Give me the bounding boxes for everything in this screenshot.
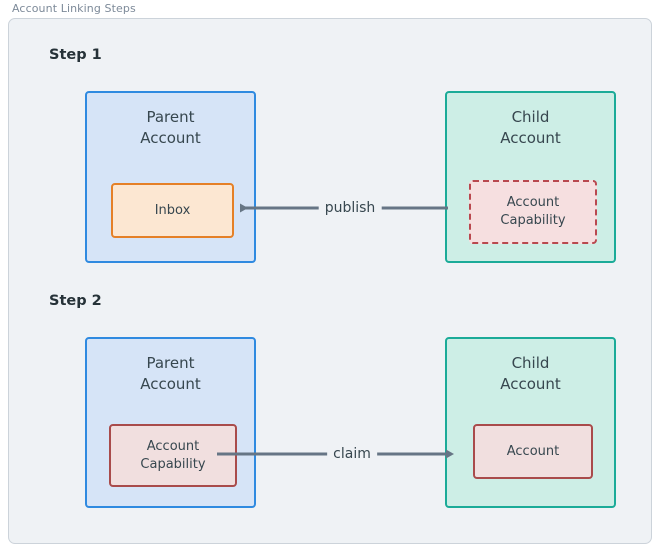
panel-title: Account Linking Steps xyxy=(12,2,136,15)
step-2-child-account[interactable]: Child Account Account xyxy=(445,337,616,508)
step-2-parent-account-title: Parent Account xyxy=(140,354,201,393)
step-1-child-account-capability[interactable]: Account Capability xyxy=(469,180,597,244)
step-1-publish-label: publish xyxy=(318,200,382,216)
step-2-child-account-resource[interactable]: Account xyxy=(473,424,593,479)
step-1-label: Step 1 xyxy=(49,47,102,63)
step-2-parent-account[interactable]: Parent Account Account Capability xyxy=(85,337,256,508)
step-2-parent-account-capability-label: Account Capability xyxy=(140,438,206,472)
step-1-child-account-capability-label: Account Capability xyxy=(500,195,566,228)
step-1-parent-inbox-label: Inbox xyxy=(154,202,191,218)
step-2-parent-account-capability[interactable]: Account Capability xyxy=(109,424,237,487)
step-1-child-account-title: Child Account xyxy=(500,108,561,147)
step-2-child-account-resource-label: Account xyxy=(506,443,560,459)
step-2-claim-label: claim xyxy=(327,446,377,462)
step-1-parent-account[interactable]: Parent Account Inbox xyxy=(85,91,256,263)
step-2-label: Step 2 xyxy=(49,293,102,309)
step-1-parent-inbox[interactable]: Inbox xyxy=(111,183,234,238)
step-1-child-account[interactable]: Child Account Account Capability xyxy=(445,91,616,263)
step-2-child-account-title: Child Account xyxy=(500,354,561,393)
step-1-parent-account-title: Parent Account xyxy=(140,108,201,147)
